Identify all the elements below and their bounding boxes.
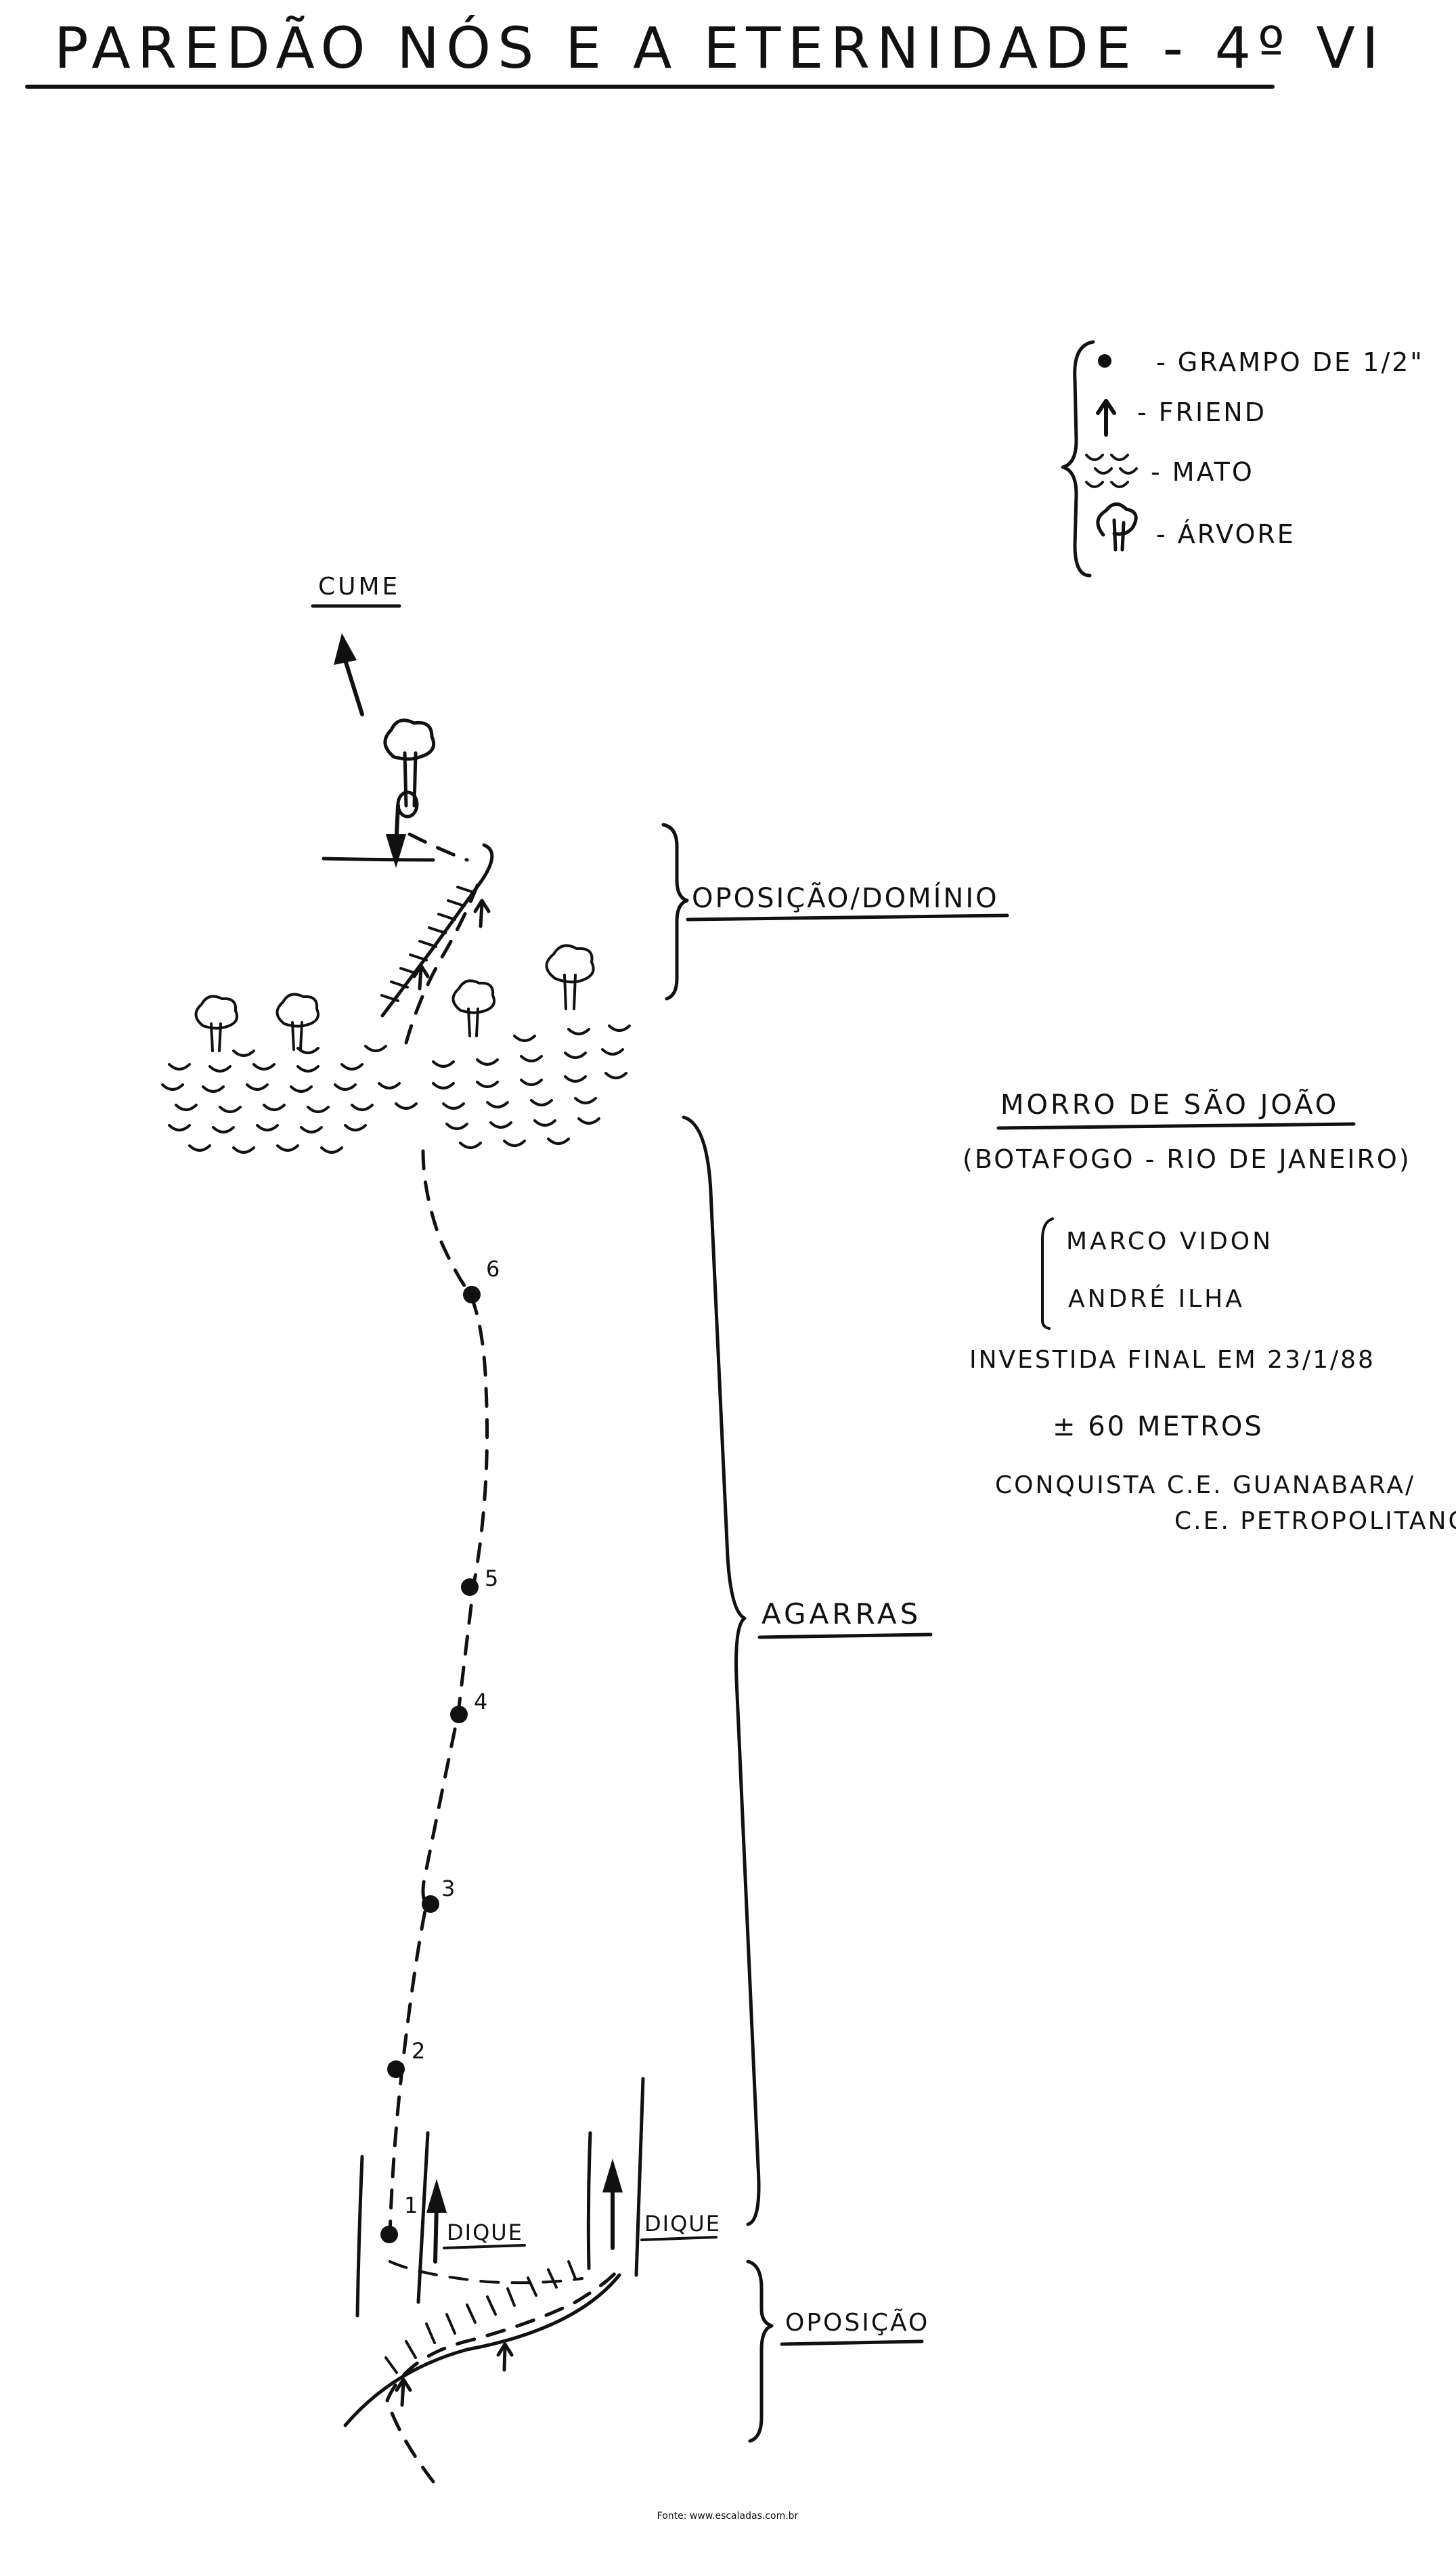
section-label-top: OPOSIÇÃO/DOMÍNIO xyxy=(692,882,999,914)
summit-arrow-icon xyxy=(334,633,364,716)
tree-icon xyxy=(194,995,238,1052)
dike-label-right: DIQUE xyxy=(644,2211,721,2236)
location-region: (BOTAFOGO - RIO DE JANEIRO) xyxy=(963,1144,1411,1174)
page-title: PAREDÃO NÓS E A ETERNIDADE - 4º VI xyxy=(54,15,1386,81)
bolt-icon xyxy=(380,2226,398,2243)
bolts: 1 2 3 4 5 6 xyxy=(380,1256,500,2243)
bolt-number: 3 xyxy=(441,1876,455,1901)
bolt-number: 4 xyxy=(474,1689,487,1714)
dike-label-left: DIQUE xyxy=(447,2220,523,2245)
bolt-icon xyxy=(387,2060,405,2078)
climber-name: MARCO VIDON xyxy=(1066,1228,1273,1255)
bolt-number: 6 xyxy=(486,1256,500,1282)
tree-icon xyxy=(451,979,495,1037)
summit-label: CUME xyxy=(318,573,400,601)
tree-icon xyxy=(1096,502,1138,552)
bolt-icon xyxy=(422,1895,439,1913)
friend-icon xyxy=(1096,399,1116,437)
climber-name: ANDRÉ ILHA xyxy=(1068,1284,1245,1313)
bottom-crack xyxy=(343,2260,621,2484)
bolt-number: 2 xyxy=(412,2038,425,2064)
section-brace-bottom xyxy=(746,2260,774,2443)
legend-label-bolt: - GRAMPO DE 1/2" xyxy=(1156,347,1424,377)
source-footer: Fonte: www.escaladas.com.br xyxy=(657,2511,799,2522)
section-brace-top xyxy=(661,823,689,1001)
final-push-date: INVESTIDA FINAL EM 23/1/88 xyxy=(969,1346,1375,1374)
route-info: MORRO DE SÃO JOÃO (BOTAFOGO - RIO DE JAN… xyxy=(963,1088,1456,1535)
friend-icon xyxy=(496,2342,514,2372)
legend-brace xyxy=(1061,340,1095,578)
top-ledge-line xyxy=(322,857,435,862)
bolt-icon xyxy=(1098,354,1111,368)
legend: - GRAMPO DE 1/2" - FRIEND - MATO - ÁRVOR… xyxy=(1061,340,1424,578)
section-brace-middle xyxy=(682,1115,761,2226)
legend-label-bush: - MATO xyxy=(1151,457,1254,487)
conquest-line2: C.E. PETROPOLITANO xyxy=(1174,1507,1456,1535)
bush-icon xyxy=(1085,454,1138,488)
section-label-middle: AGARRAS xyxy=(762,1597,921,1630)
bolt-icon xyxy=(463,1286,481,1303)
legend-label-friend: - FRIEND xyxy=(1137,397,1266,427)
conquest-line1: CONQUISTA C.E. GUANABARA/ xyxy=(995,1471,1415,1499)
route-length: ± 60 METROS xyxy=(1053,1411,1264,1442)
tree-icon xyxy=(275,993,319,1051)
friend-icon xyxy=(395,2377,412,2407)
friend-icon xyxy=(473,899,491,928)
vegetation-band xyxy=(161,944,631,1154)
tree-icon xyxy=(545,944,595,1010)
legend-label-tree: - ÁRVORE xyxy=(1156,519,1296,549)
top-crack xyxy=(380,843,494,1045)
bolt-number: 5 xyxy=(485,1565,498,1591)
bolt-number: 1 xyxy=(404,2192,418,2218)
bush-icon xyxy=(161,1024,631,1154)
route-line xyxy=(388,1149,489,2236)
dike-left: DIQUE xyxy=(355,2131,526,2318)
bolt-icon xyxy=(461,1578,479,1596)
section-label-bottom: OPOSIÇÃO xyxy=(785,2308,929,2337)
dike-right: DIQUE xyxy=(586,2077,721,2277)
arrow-up-icon xyxy=(426,2179,447,2213)
arrow-up-icon xyxy=(602,2159,623,2192)
location-name: MORRO DE SÃO JOÃO xyxy=(1000,1088,1339,1121)
friend-icon xyxy=(412,964,430,991)
climbers-brace xyxy=(1041,1217,1054,1330)
bolt-icon xyxy=(450,1706,468,1723)
rappel-ring-icon xyxy=(386,790,419,868)
